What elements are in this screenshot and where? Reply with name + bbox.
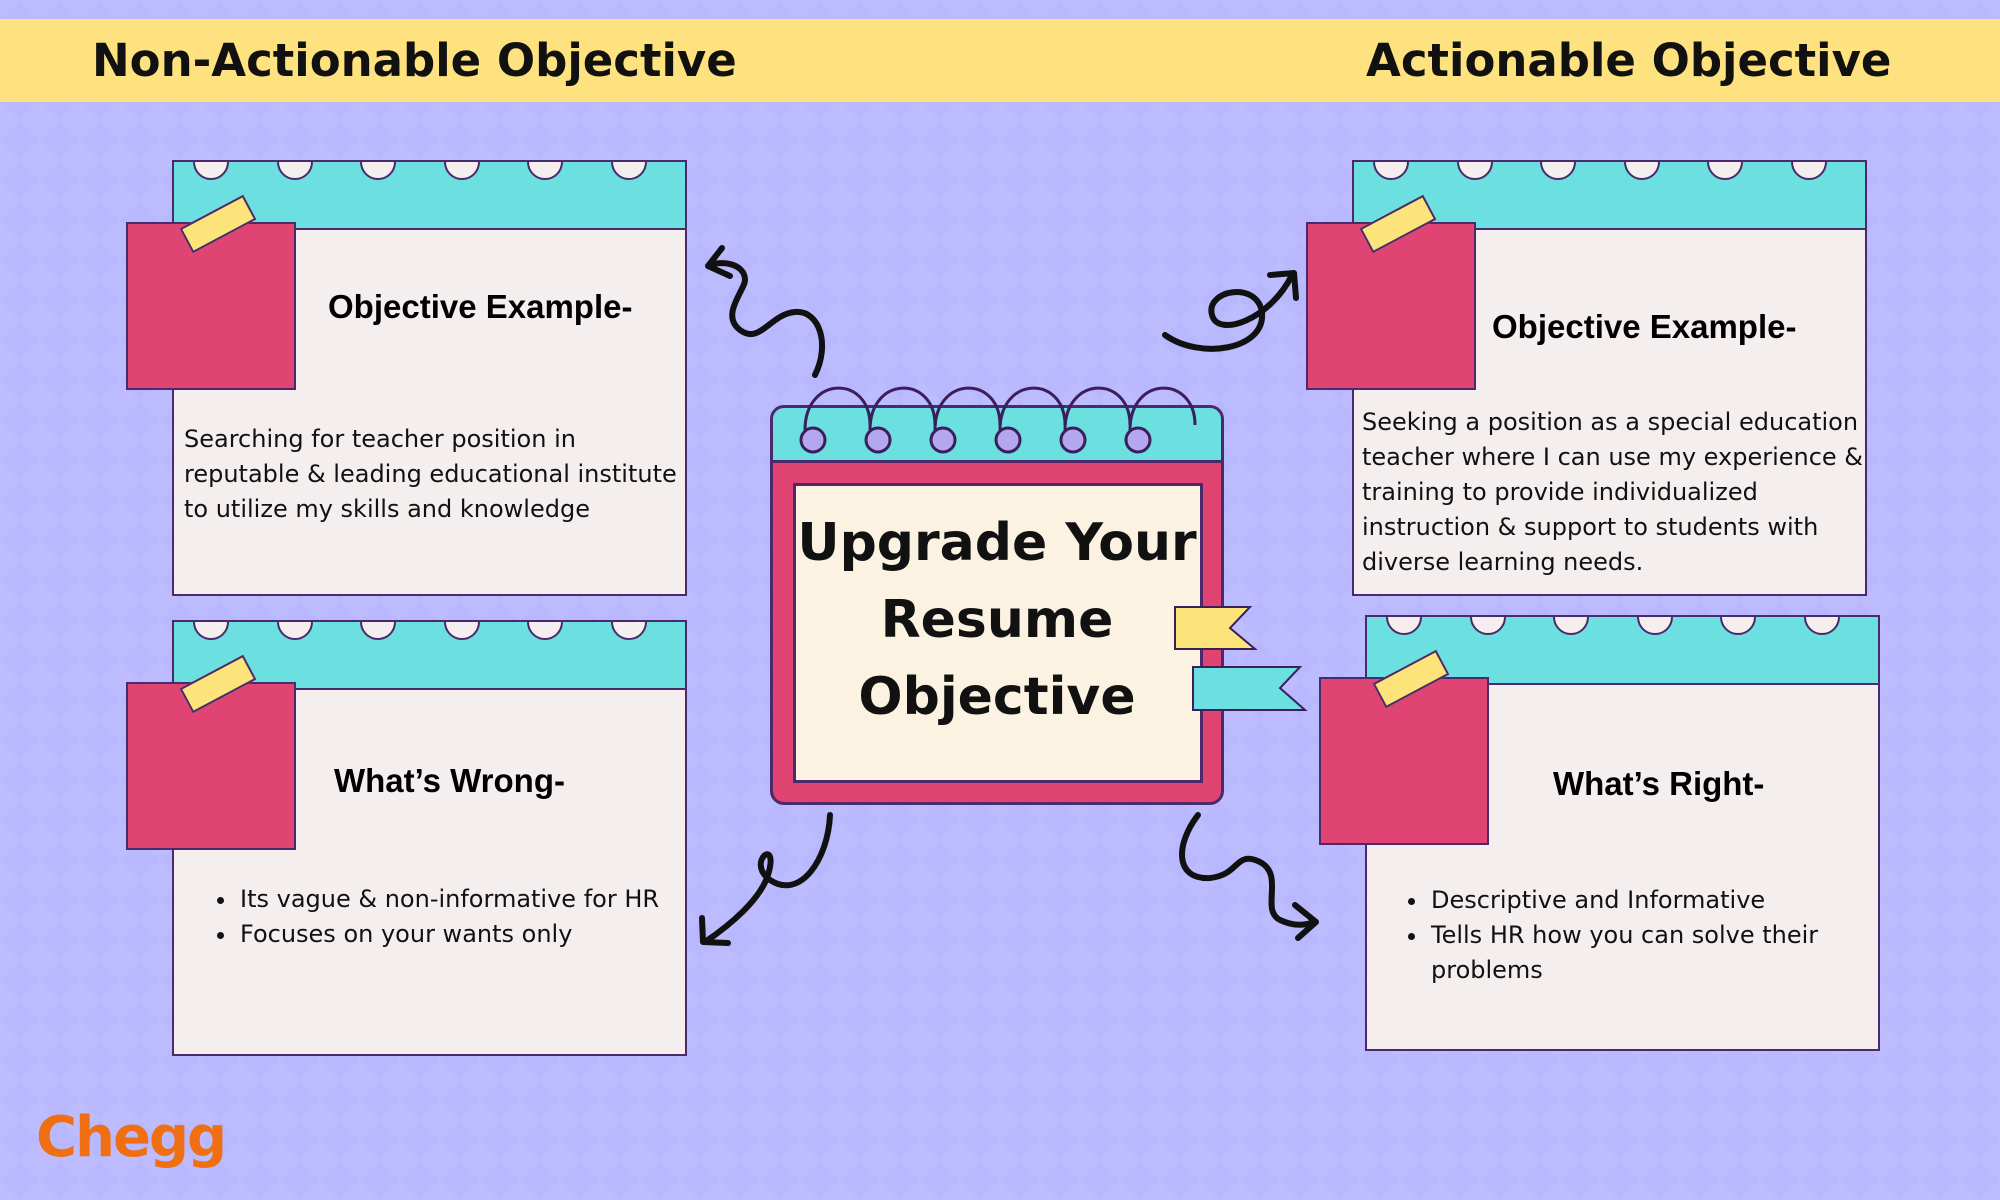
center-title: Upgrade Your Resume Objective (797, 513, 1197, 727)
right-example-card: Objective Example- Seeking a position as… (1352, 160, 1867, 596)
arrow-up-left (707, 260, 826, 378)
example-text: Seeking a position as a special educatio… (1362, 408, 1864, 576)
actionable-heading: Actionable Objective (1366, 34, 1892, 87)
bookmark-flag-yellow (1174, 606, 1258, 650)
card-heading: What’s Wrong- (334, 762, 565, 799)
arrow-up-left-head (705, 245, 733, 279)
list-item: Focuses on your wants only (238, 917, 659, 952)
arrow-down-left (702, 812, 833, 945)
card-heading: Objective Example- (328, 288, 633, 325)
card-tear-strip (1365, 615, 1880, 685)
sticky-note (1306, 222, 1476, 390)
right-bullet-list: Descriptive and Informative Tells HR how… (1399, 883, 1859, 988)
list-item: Tells HR how you can solve their problem… (1429, 918, 1859, 988)
sticky-note (126, 222, 296, 390)
arrow-down-right-head (1292, 902, 1319, 941)
card-tear-strip (172, 160, 687, 230)
non-actionable-heading: Non-Actionable Objective (92, 34, 737, 87)
card-paper (1365, 683, 1880, 1051)
header-banner (0, 19, 2000, 102)
spiral-rings (803, 386, 1197, 431)
chegg-logo: Chegg (36, 1105, 227, 1170)
arrow-down-right (1179, 812, 1318, 928)
sticky-note (126, 682, 296, 850)
card-heading: What’s Right- (1553, 765, 1765, 802)
example-text: Searching for teacher position in reputa… (184, 425, 677, 523)
arrow-down-left-head (699, 915, 731, 946)
right-right-card: What’s Right- Descriptive and Informativ… (1365, 615, 1880, 1051)
arrow-up-right-head (1267, 270, 1299, 301)
left-example-card: Objective Example- Searching for teacher… (172, 160, 687, 596)
card-tear-strip (172, 620, 687, 690)
list-item: Descriptive and Informative (1429, 883, 1859, 918)
arrow-up-right (1162, 272, 1295, 352)
left-wrong-card: What’s Wrong- Its vague & non-informativ… (172, 620, 687, 1056)
wrong-bullet-list: Its vague & non-informative for HR Focus… (208, 882, 659, 952)
card-heading: Objective Example- (1492, 308, 1797, 345)
bookmark-flag-teal (1192, 666, 1308, 711)
calendar-page (793, 483, 1203, 783)
spiral-holes (799, 426, 1152, 454)
list-item: Its vague & non-informative for HR (238, 882, 659, 917)
card-tear-strip (1352, 160, 1867, 230)
